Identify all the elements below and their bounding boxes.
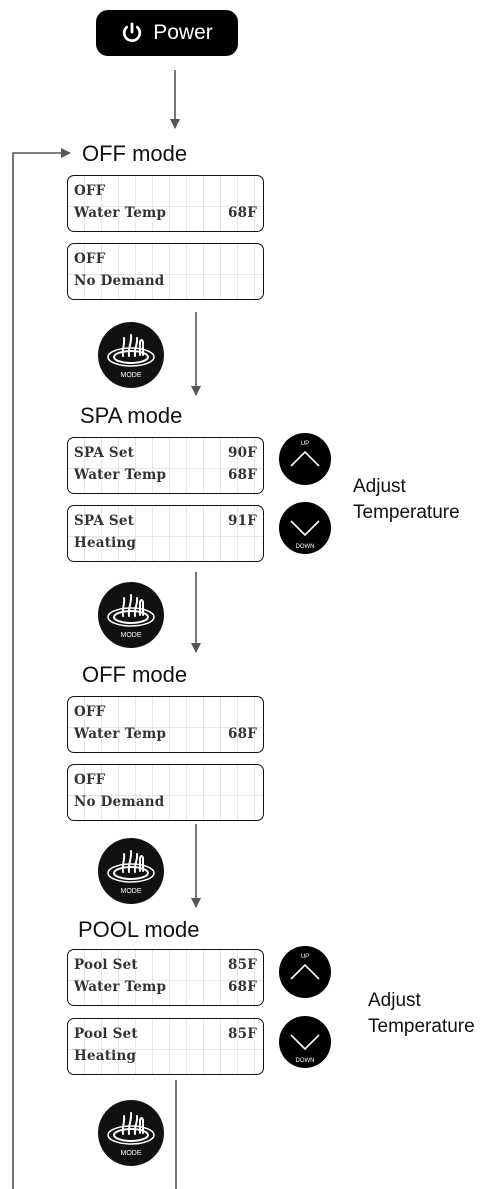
lcd-line1-left: OFF (74, 704, 106, 720)
chevron-down-icon: DOWN (290, 520, 320, 550)
lcd-line1-right: 91F (228, 513, 257, 529)
lcd-line2-left: Water Temp (74, 205, 167, 221)
lcd-line2-left: No Demand (74, 273, 165, 289)
adjust-line2: Temperature (353, 502, 460, 523)
power-label: Power (153, 21, 213, 44)
down-button[interactable]: DOWN (279, 502, 331, 554)
mode-title-off: OFF mode (82, 141, 188, 166)
chevron-down-icon: DOWN (290, 1034, 320, 1064)
spa-jets-icon: MODE (107, 850, 155, 895)
up-button[interactable]: UP (279, 433, 331, 485)
lcd-display: OFF No Demand (67, 764, 264, 821)
down-label: DOWN (296, 544, 315, 550)
up-label: UP (301, 954, 309, 960)
mode-button[interactable]: MODE (98, 322, 164, 388)
lcd-line2-left: Heating (74, 1048, 137, 1064)
spa-jets-icon: MODE (107, 594, 155, 639)
adjust-line1: Adjust (353, 476, 406, 497)
chevron-up-icon: UP (290, 954, 320, 980)
down-label: DOWN (296, 1058, 315, 1064)
mode-label: MODE (121, 1150, 142, 1157)
lcd-display: Pool Set 85F Water Temp 68F (67, 949, 264, 1006)
lcd-line1-left: Pool Set (74, 957, 138, 973)
lcd-line2-left: Water Temp (74, 979, 167, 995)
spa-jets-icon: MODE (107, 334, 155, 379)
lcd-line2-left: Heating (74, 535, 137, 551)
adjust-line1: Adjust (368, 990, 421, 1011)
lcd-line1-right: 85F (228, 957, 257, 973)
chevron-up-icon: UP (290, 441, 320, 467)
mode-label: MODE (121, 632, 142, 639)
lcd-line1-left: SPA Set (74, 445, 135, 461)
adjust-temperature-label: Adjust Temperature (353, 474, 460, 526)
lcd-line1-left: Pool Set (74, 1026, 138, 1042)
lcd-line2-right: 68F (228, 205, 257, 221)
lcd-line2-right: 68F (228, 726, 257, 742)
lcd-display: SPA Set 91F Heating (67, 505, 264, 562)
lcd-display: Pool Set 85F Heating (67, 1018, 264, 1075)
lcd-line1-right: 90F (228, 445, 257, 461)
lcd-line1-left: OFF (74, 251, 106, 267)
up-label: UP (301, 441, 309, 447)
mode-label: MODE (121, 372, 142, 379)
lcd-line2-left: Water Temp (74, 726, 167, 742)
lcd-line1-left: SPA Set (74, 513, 135, 529)
lcd-line2-left: No Demand (74, 794, 165, 810)
lcd-display: SPA Set 90F Water Temp 68F (67, 437, 264, 494)
lcd-display: OFF Water Temp 68F (67, 696, 264, 753)
adjust-line2: Temperature (368, 1016, 475, 1037)
lcd-line1-left: OFF (74, 772, 106, 788)
lcd-line1-left: OFF (74, 183, 106, 199)
mode-button[interactable]: MODE (98, 582, 164, 648)
mode-button[interactable]: MODE (98, 1100, 164, 1166)
lcd-line2-left: Water Temp (74, 467, 167, 483)
lcd-line2-right: 68F (228, 979, 257, 995)
loop-back-line (12, 148, 71, 1189)
mode-button[interactable]: MODE (98, 838, 164, 904)
power-button[interactable]: Power (96, 10, 238, 56)
mode-label: MODE (121, 888, 142, 895)
adjust-temperature-label: Adjust Temperature (368, 988, 475, 1040)
power-icon (123, 22, 142, 42)
mode-title-off: OFF mode (82, 662, 188, 687)
down-button[interactable]: DOWN (279, 1016, 331, 1068)
spa-jets-icon: MODE (107, 1112, 155, 1157)
mode-title-spa: SPA mode (80, 403, 183, 428)
lcd-line1-right: 85F (228, 1026, 257, 1042)
up-button[interactable]: UP (279, 946, 331, 998)
lcd-display: OFF No Demand (67, 243, 264, 300)
lcd-line2-right: 68F (228, 467, 257, 483)
mode-title-pool: POOL mode (78, 917, 200, 942)
lcd-display: OFF Water Temp 68F (67, 175, 264, 232)
